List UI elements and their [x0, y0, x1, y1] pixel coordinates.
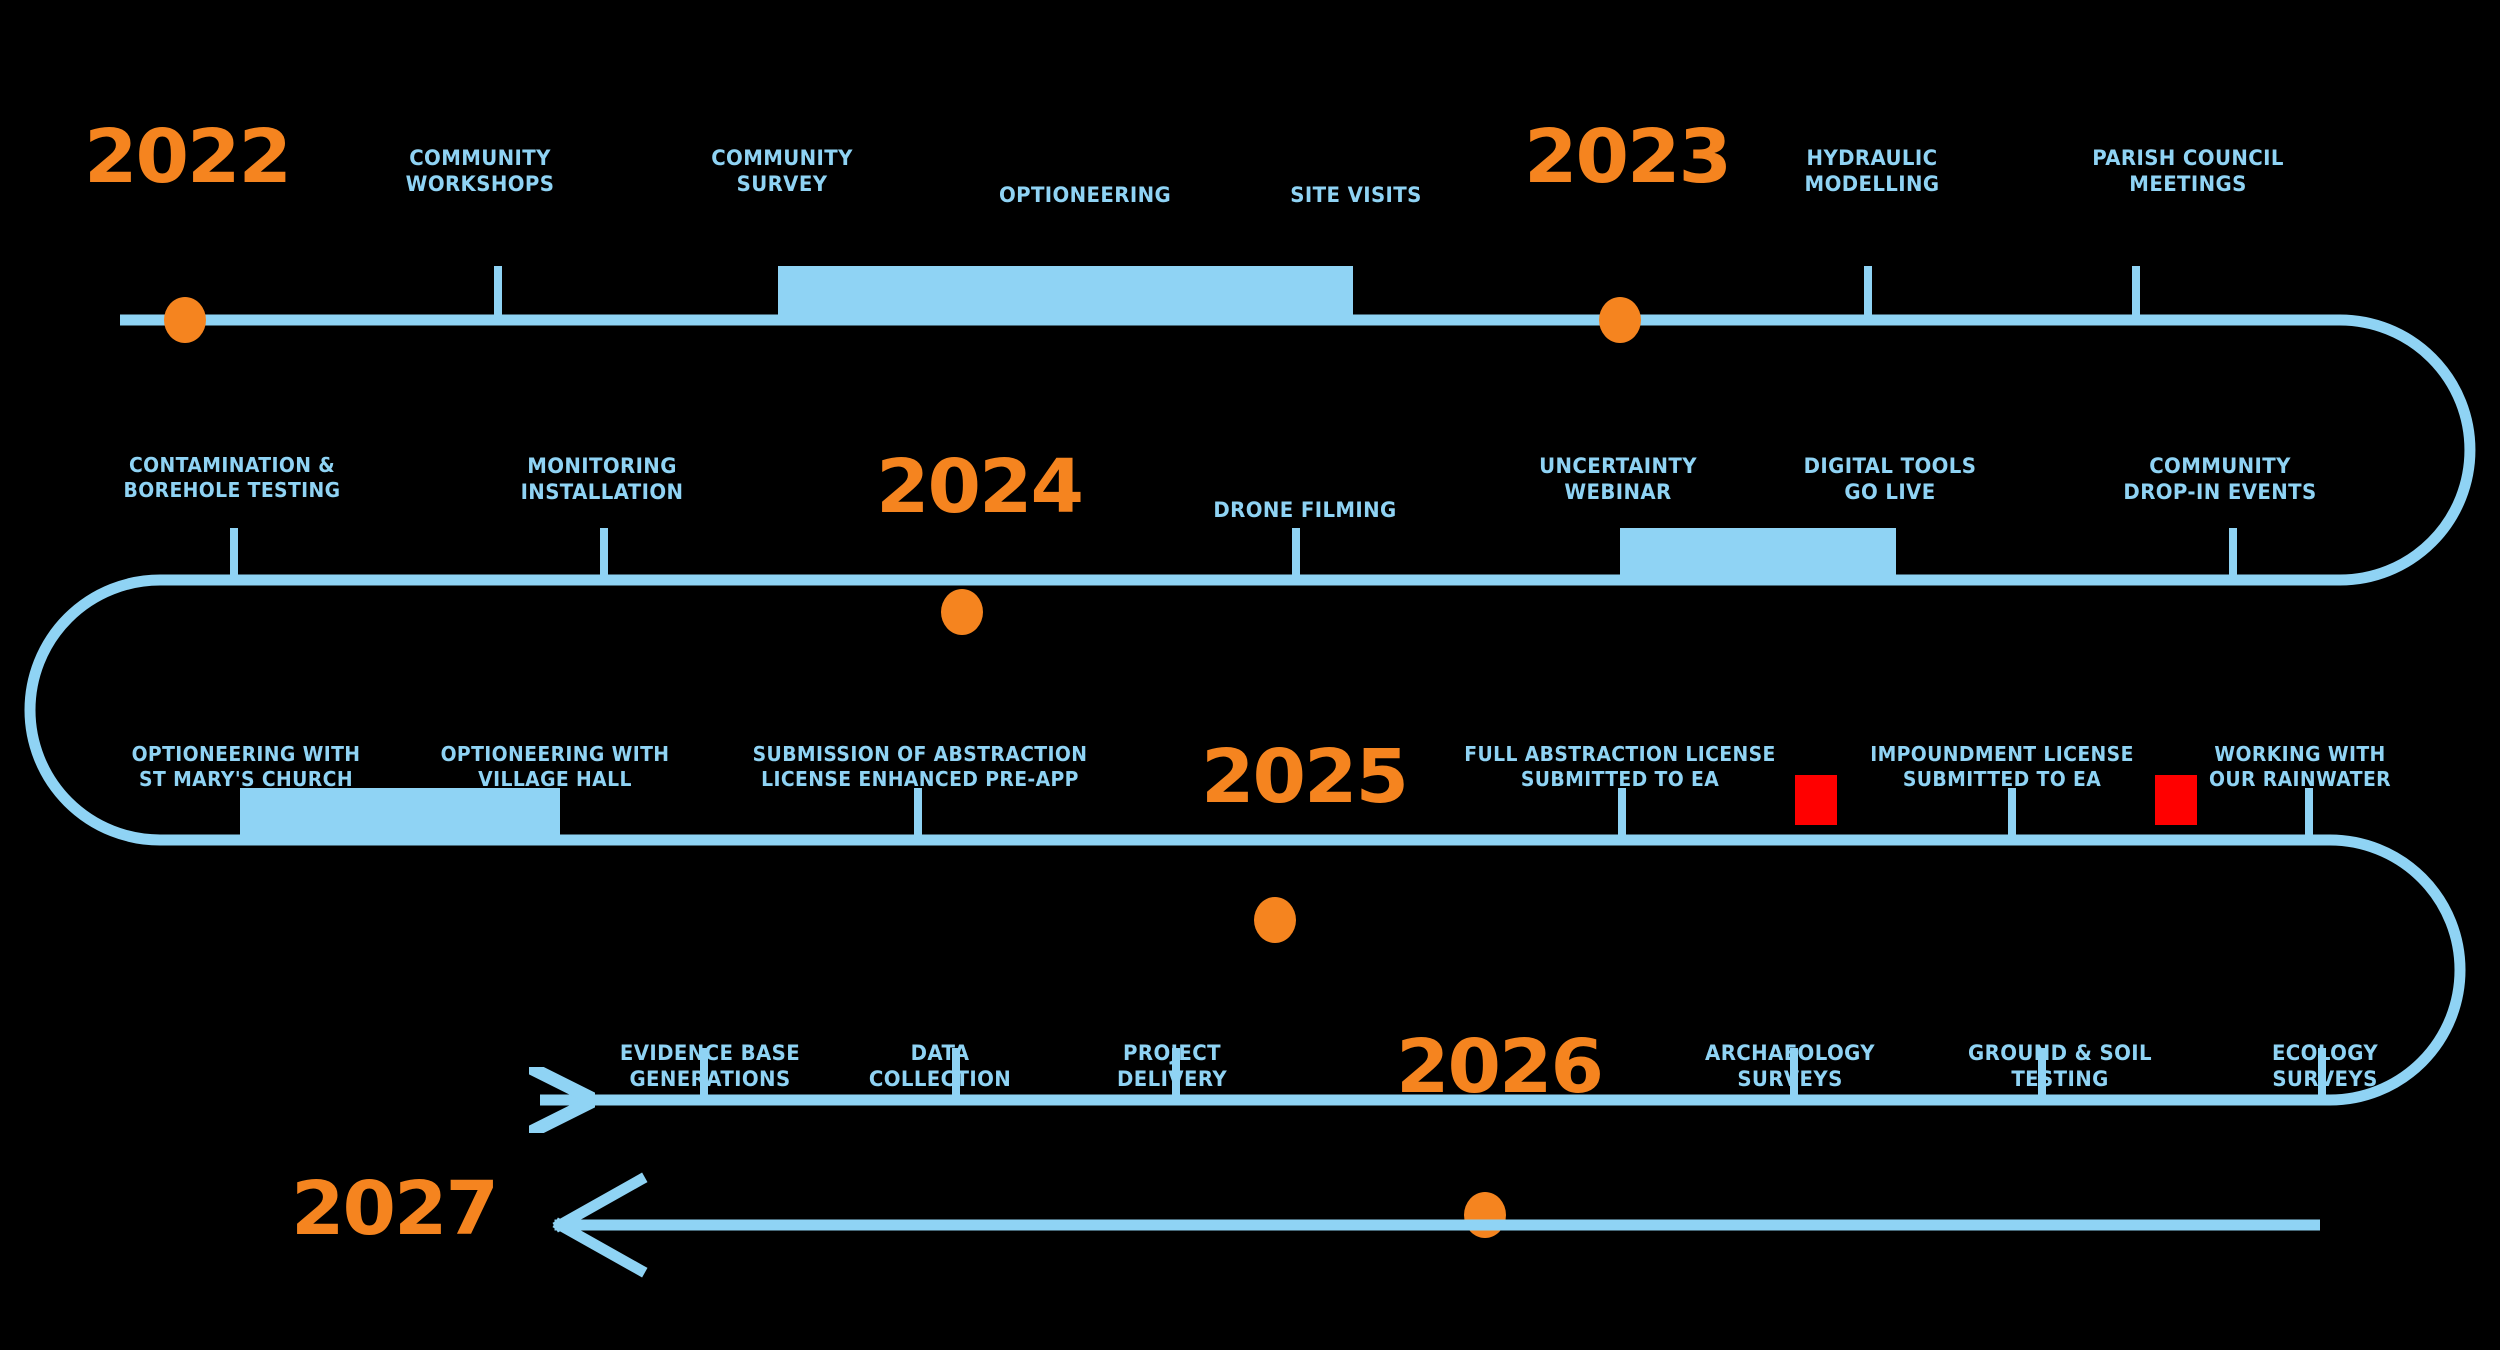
year-2027: 2027	[291, 1166, 499, 1252]
milestone-drone-filming: DRONE FILMING	[1213, 498, 1397, 522]
year-2026: 2026	[1396, 1024, 1604, 1110]
milestone-ground-soil-testing: GROUND & SOIL TESTING	[1968, 1041, 2152, 1092]
tick-mark	[2132, 266, 2140, 322]
tick-mark	[2008, 788, 2016, 840]
progress-segment	[1620, 528, 1888, 580]
milestone-optioneering-st-marys-church: OPTIONEERING WITH ST MARY'S CHURCH	[131, 742, 361, 791]
timeline-node-2024	[941, 589, 983, 635]
tick-mark	[1292, 528, 1300, 582]
timeline-node-2023	[1599, 297, 1641, 343]
year-2023: 2023	[1524, 114, 1732, 200]
milestone-working-with-our-rainwater: WORKING WITH OUR RAINWATER	[2208, 742, 2392, 791]
tick-mark	[952, 1048, 960, 1100]
milestone-optioneering: OPTIONEERING	[998, 183, 1172, 207]
tick-mark	[2229, 528, 2237, 582]
year-2025: 2025	[1201, 734, 1409, 820]
milestone-uncertainty-webinar: UNCERTAINTY WEBINAR	[1539, 454, 1697, 505]
timeline-node-2022	[164, 297, 206, 343]
tick-mark	[2038, 1048, 2046, 1100]
tick-mark	[1864, 266, 1872, 322]
tick-mark	[1172, 1048, 1180, 1100]
milestone-full-abstraction-licence-ea: FULL ABSTRACTION LICENSE SUBMITTED TO EA	[1464, 742, 1776, 791]
alert-marker	[2155, 775, 2197, 825]
milestone-hydraulic-modelling: HYDRAULIC MODELLING	[1804, 146, 1940, 197]
milestone-site-visits: SITE VISITS	[1290, 183, 1422, 207]
milestone-community-survey: COMMUNITY SURVEY	[711, 146, 853, 197]
tick-mark	[1345, 266, 1353, 322]
milestone-optioneering-village-hall: OPTIONEERING WITH VILLAGE HALL	[440, 742, 670, 791]
timeline-track	[24, 314, 2476, 1100]
tick-mark	[230, 528, 238, 582]
tick-mark	[1888, 528, 1896, 582]
tick-mark	[1618, 788, 1626, 840]
tick-mark	[1790, 1048, 1798, 1100]
tick-mark	[494, 266, 502, 322]
milestone-archaeology-surveys: ARCHAEOLOGY SURVEYS	[1705, 1040, 1875, 1093]
milestone-digital-tools-go-live: DIGITAL TOOLS GO LIVE	[1803, 454, 1977, 505]
tick-mark	[914, 788, 922, 840]
timeline-node-2026	[1464, 1192, 1506, 1238]
tick-mark	[552, 788, 560, 840]
tick-mark	[2305, 788, 2313, 840]
progress-segment	[240, 788, 552, 838]
tick-mark	[700, 1048, 708, 1100]
tick-mark	[2318, 1048, 2326, 1100]
year-2024: 2024	[876, 444, 1084, 530]
year-2022: 2022	[84, 114, 292, 200]
milestone-monitoring-installation: MONITORING INSTALLATION	[520, 454, 684, 505]
tick-mark	[600, 528, 608, 582]
milestone-evidence-base-generations: EVIDENCE BASE GENERATIONS	[619, 1041, 801, 1092]
timeline-node-2025	[1254, 897, 1296, 943]
milestone-submission-abstraction-licence: SUBMISSION OF ABSTRACTION LICENSE ENHANC…	[752, 742, 1088, 791]
milestone-community-drop-in-events: COMMUNITY DROP-IN EVENTS	[2123, 454, 2317, 505]
milestone-contamination-borehole-testing: CONTAMINATION & BOREHOLE TESTING	[123, 453, 341, 502]
milestone-project-delivery: PROJECT DELIVERY	[1117, 1040, 1227, 1093]
alert-marker	[1795, 775, 1837, 825]
milestone-data-collection: DATA COLLECTION	[868, 1041, 1012, 1092]
milestone-community-workshops: COMMUNITY WORKSHOPS	[405, 146, 555, 197]
progress-segment	[1080, 266, 1345, 318]
milestone-parish-council-meetings: PARISH COUNCIL MEETINGS	[2092, 146, 2284, 197]
milestone-impoundment-licence-ea: IMPOUNDMENT LICENSE SUBMITTED TO EA	[1870, 742, 2134, 791]
progress-segment	[778, 266, 1080, 318]
